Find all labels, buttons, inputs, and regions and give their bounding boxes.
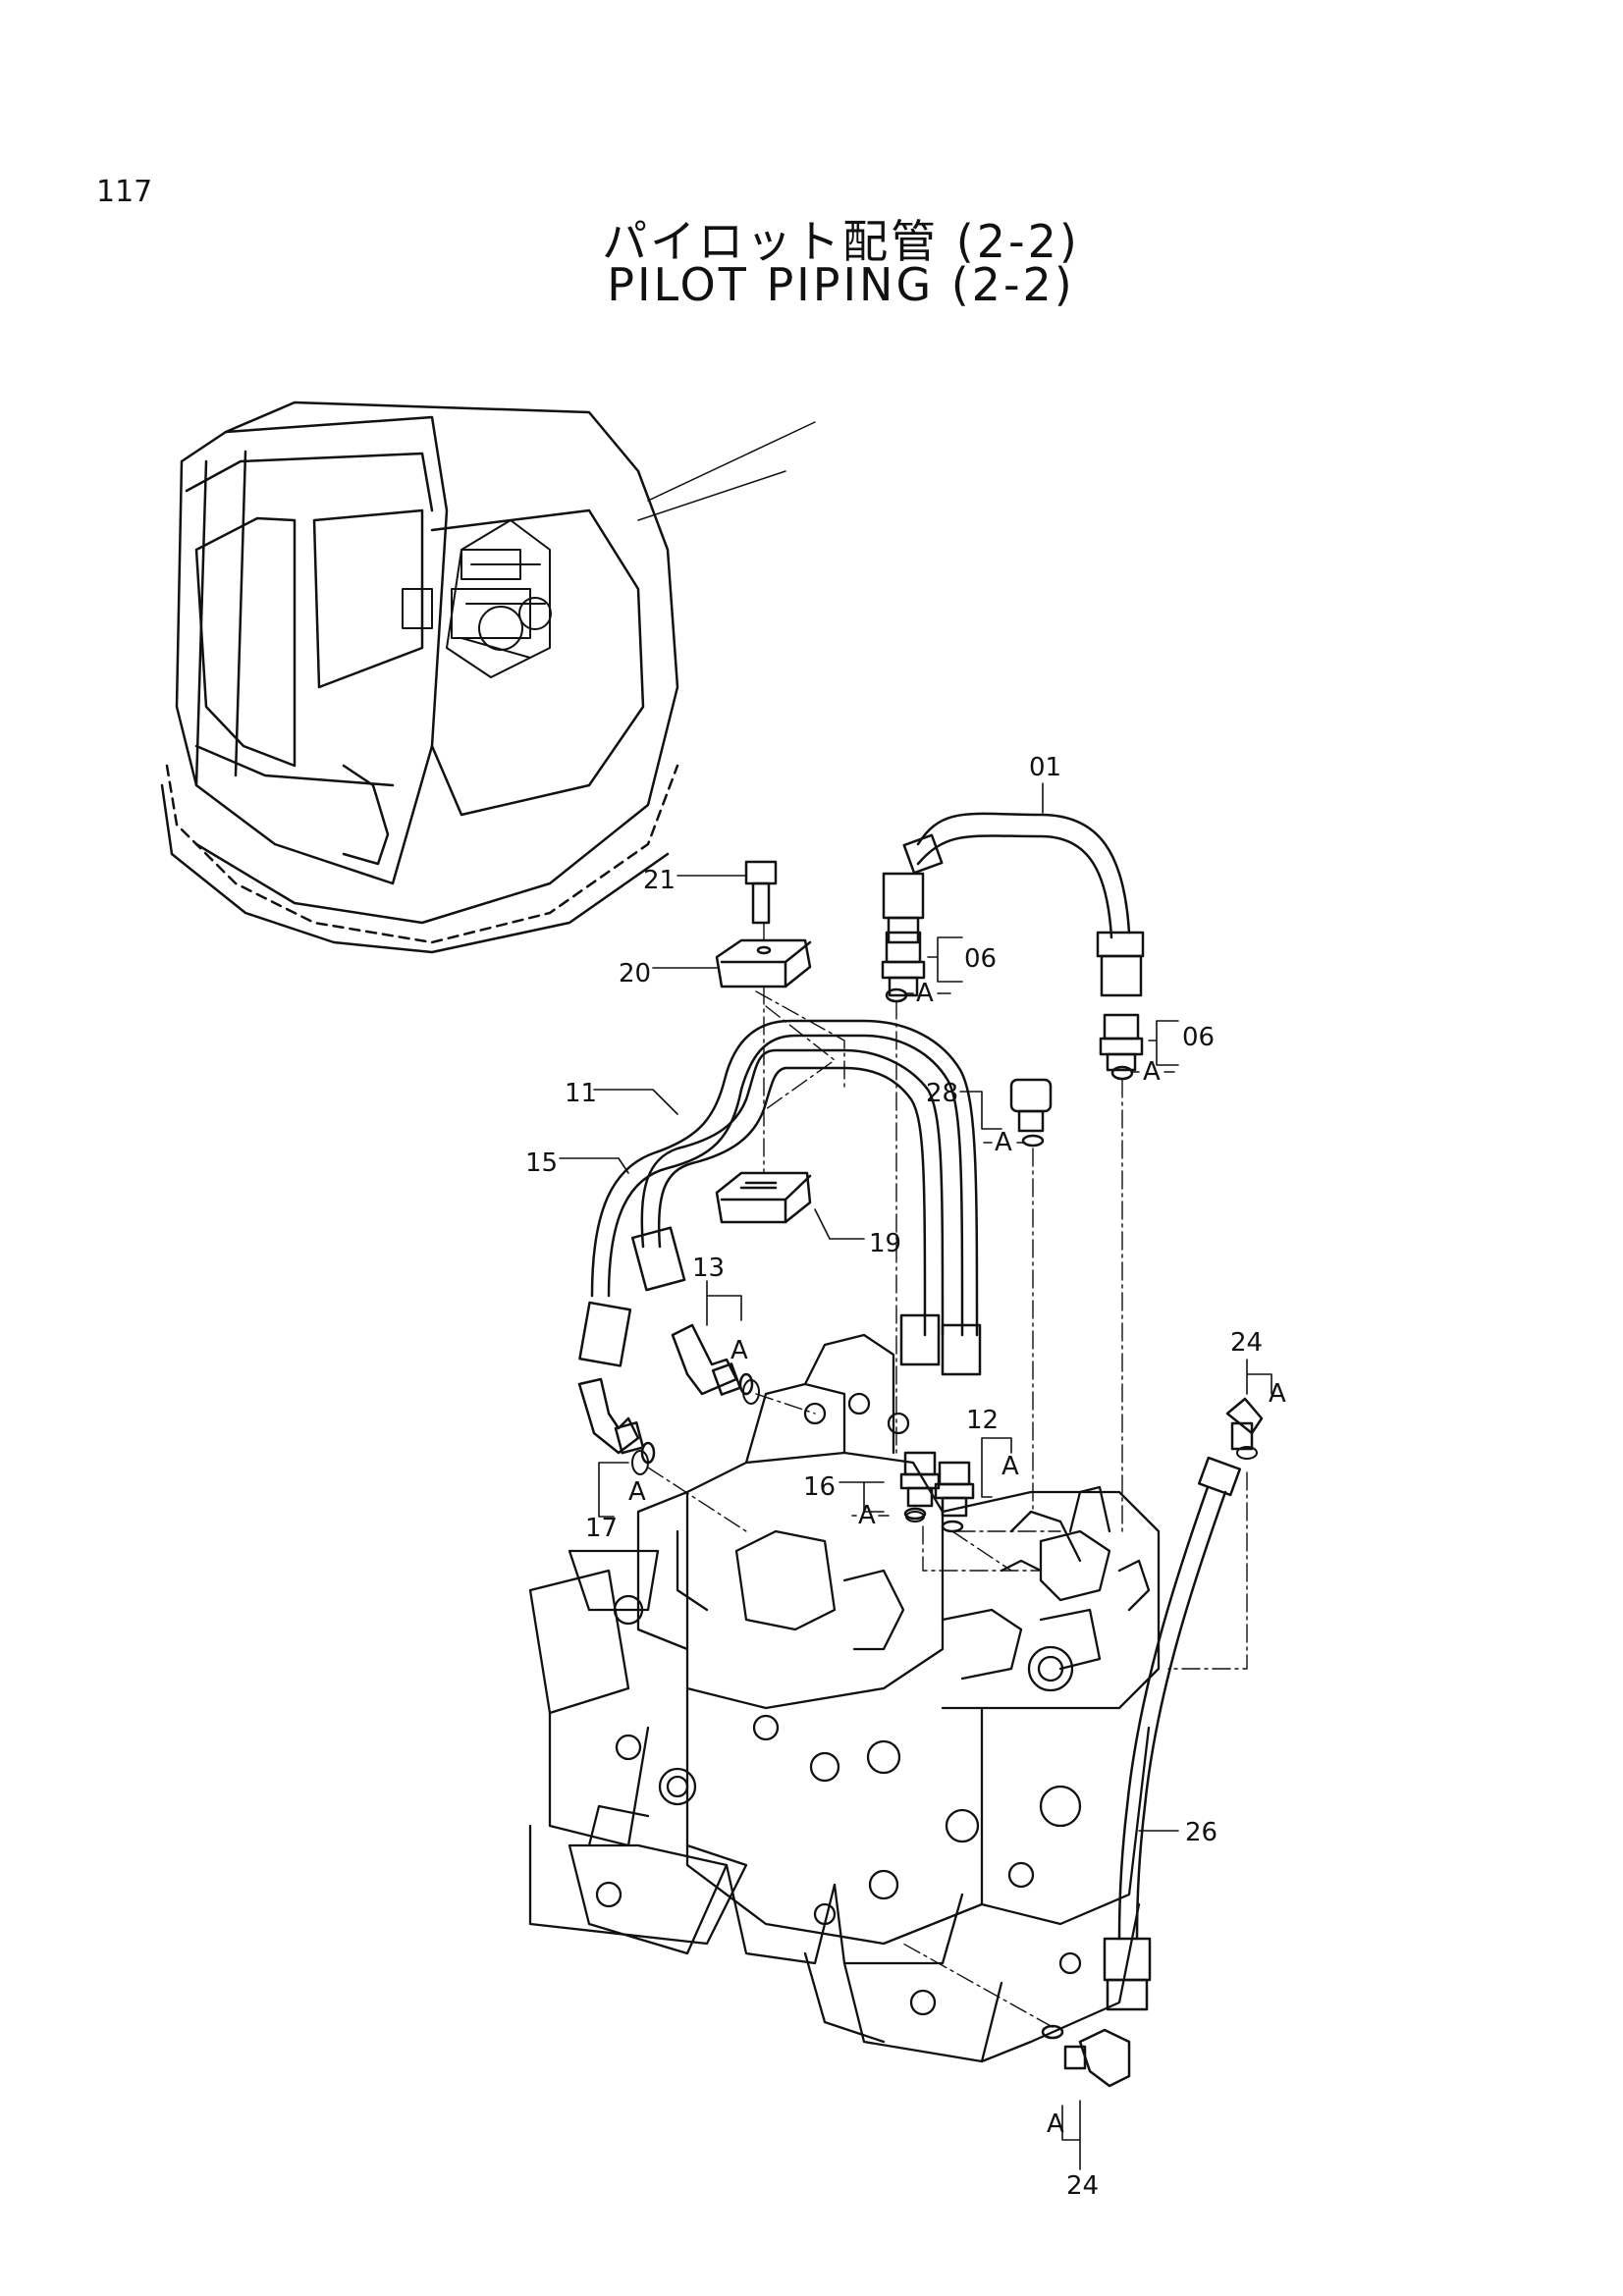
bolt-21	[744, 860, 778, 925]
seal-marker-a: A	[1269, 1379, 1286, 1409]
leader-lines	[559, 782, 1272, 2170]
elbow-13	[671, 1323, 754, 1396]
callout-17: 17	[585, 1514, 618, 1543]
callout-28: 28	[926, 1079, 958, 1108]
callout-06-left: 06	[964, 944, 997, 974]
clamp-19	[715, 1171, 812, 1224]
callout-20: 20	[619, 959, 651, 988]
callout-24-upper: 24	[1230, 1328, 1263, 1358]
hose-26	[1103, 1456, 1242, 2011]
pipe-01	[882, 812, 1145, 997]
fitting-11-end	[630, 1226, 686, 1292]
title-english: PILOT PIPING (2-2)	[607, 258, 1075, 311]
control-valve-assembly	[528, 1333, 1161, 2063]
seal-marker-a: A	[858, 1501, 876, 1530]
seal-marker-a: A	[1001, 1452, 1019, 1481]
callout-21: 21	[643, 866, 676, 895]
adapter-12	[934, 1461, 975, 1533]
plate-20	[715, 938, 812, 988]
callout-12: 12	[966, 1406, 999, 1435]
callout-16: 16	[803, 1472, 836, 1502]
seal-marker-a: A	[730, 1336, 748, 1365]
callout-06-right: 06	[1182, 1023, 1215, 1052]
callout-19: 19	[869, 1229, 901, 1258]
o-rings	[631, 1379, 1258, 1522]
pipe-11	[640, 1048, 945, 1337]
callout-labels: 01 06 06 21 20 11 15 19 28 13 12 16 17 2…	[525, 753, 1286, 2201]
seal-marker-a: A	[1047, 2109, 1064, 2139]
elbow-24-upper	[1225, 1397, 1264, 1451]
fitting-11-lower	[899, 1313, 941, 1366]
seal-marker-a: A	[995, 1128, 1012, 1157]
callout-26: 26	[1185, 1818, 1217, 1847]
elbow-24-lower	[1041, 2024, 1131, 2088]
pipe-15	[590, 1019, 979, 1337]
adapter-06-right	[1099, 1013, 1144, 1081]
fitting-15-lower	[941, 1323, 982, 1376]
plug-28	[1009, 1078, 1053, 1148]
elbow-17	[577, 1377, 656, 1465]
callout-13: 13	[692, 1254, 725, 1283]
callout-11: 11	[565, 1079, 597, 1108]
title-japanese: パイロット配管 (2-2)	[602, 215, 1080, 268]
fitting-15-end	[578, 1301, 632, 1367]
page-number: 117	[96, 175, 153, 209]
seal-marker-a: A	[916, 979, 934, 1008]
seal-marker-a: A	[628, 1477, 646, 1507]
seal-marker-a: A	[1143, 1057, 1161, 1087]
a-marker-dashes	[851, 992, 1175, 1517]
alignment-dash-lines	[647, 922, 1248, 2028]
callout-01: 01	[1029, 753, 1061, 782]
callout-15: 15	[525, 1148, 558, 1178]
adapter-06-left	[881, 931, 926, 1003]
excavator-overview-illustration	[160, 400, 816, 954]
callout-24-lower: 24	[1066, 2171, 1099, 2201]
